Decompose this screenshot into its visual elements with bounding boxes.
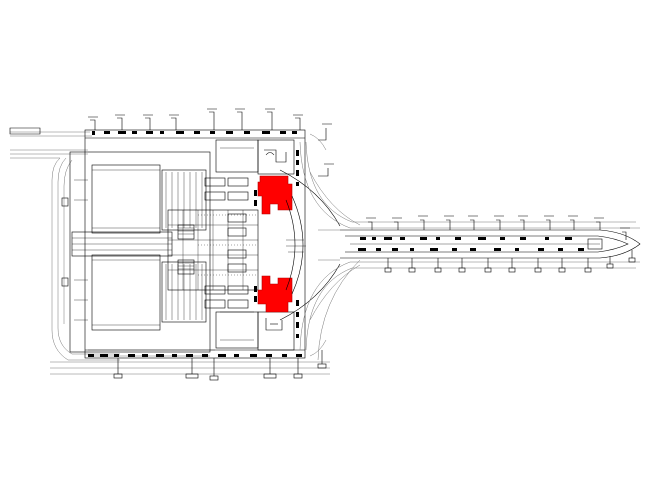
apron-lines bbox=[309, 133, 340, 357]
boarding-bridges-south bbox=[88, 350, 327, 381]
central-hub bbox=[279, 169, 341, 321]
south-facade-equipment bbox=[88, 354, 302, 357]
landside-roads bbox=[9, 127, 330, 375]
main-terminal bbox=[84, 129, 306, 359]
pier-connectors bbox=[299, 141, 640, 361]
upper-pier-rooms bbox=[257, 139, 295, 175]
landside-parking-block bbox=[61, 151, 211, 353]
boarding-bridges-north bbox=[88, 108, 334, 177]
upper-checkpoint-zone bbox=[257, 175, 293, 215]
checkin-islands-upper bbox=[204, 177, 249, 237]
lower-pier-rooms bbox=[257, 311, 295, 351]
east-pier bbox=[340, 229, 641, 259]
north-facade-equipment bbox=[92, 131, 297, 135]
checkin-islands-lower bbox=[204, 249, 249, 309]
boarding-bridges-east-top bbox=[366, 215, 630, 240]
pier-equipment-columns bbox=[254, 150, 299, 338]
boarding-bridges-east-bottom bbox=[384, 250, 636, 273]
lower-checkpoint-zone bbox=[257, 275, 293, 313]
